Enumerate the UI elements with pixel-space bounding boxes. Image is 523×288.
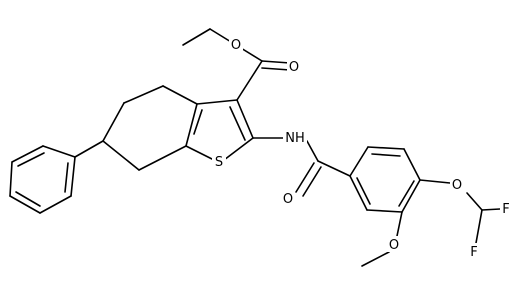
bond-ph-1-2: [42, 145, 76, 158]
ester-single-oxygen-atom: O: [229, 36, 243, 53]
bond-ar-methoxy-o: [396, 211, 403, 237]
bond-c7-c7a: [138, 145, 187, 171]
bond-chf2-f-top: [481, 208, 501, 211]
methoxy-oxygen-label: O: [389, 238, 399, 253]
bond-ph-inner-a: [17, 152, 45, 167]
bond-chf2-f-bottom: [475, 209, 483, 244]
bond-ethyl-ch3-ch2: [182, 28, 211, 46]
bond-ph-5-6: [39, 195, 72, 214]
bond-ph-2-3: [11, 145, 44, 163]
bond-ar-inner-b: [398, 180, 415, 207]
bond-ar-inner-c: [356, 177, 371, 205]
bond-ester-c-o-double-b: [261, 67, 291, 71]
bond-ester-c-ring: [236, 60, 263, 101]
bond-layer: [9, 28, 501, 267]
bond-ar-6-1: [349, 175, 368, 211]
bond-ar-1-2: [349, 146, 369, 177]
atom-label-layer: O O NH S O O O F: [212, 36, 513, 260]
amide-nh-label: NH: [285, 131, 305, 146]
bond-ar-ether-o: [419, 179, 451, 184]
bond-ph-inner-c: [64, 162, 69, 193]
fluorine-top-label: F: [502, 202, 509, 217]
thiophene-sulfur-label: S: [215, 155, 223, 170]
bond-ar-2-3: [367, 146, 405, 150]
ether-oxygen-label: O: [452, 178, 462, 193]
fluorine-bottom-label: F: [470, 245, 477, 260]
bond-ar-5-6: [366, 209, 403, 213]
bond-amide-c-o-a: [295, 162, 315, 193]
bond-nh-carbonyl: [306, 140, 319, 162]
bond-c4-c5: [123, 85, 164, 104]
ester-carbonyl-oxygen-label: O: [289, 60, 299, 75]
bond-c5-c6: [102, 102, 125, 142]
bond-s-c7a: [185, 145, 215, 161]
fluorine-bottom-atom: F: [468, 243, 481, 260]
bond-c2-s: [223, 137, 254, 161]
bond-c6-phenyl: [74, 140, 104, 158]
bond-ar-inner-a: [371, 153, 401, 157]
ether-oxygen-atom: O: [450, 176, 464, 193]
bond-ar-3-4: [403, 148, 421, 181]
bond-c3a-c7a-inner: [193, 109, 203, 135]
thiophene-sulfur-atom: S: [212, 153, 226, 170]
amide-carbonyl-oxygen-label: O: [283, 192, 293, 207]
bond-c7a-c3a: [185, 103, 198, 147]
bond-ether-o-chf2: [466, 192, 483, 211]
methoxy-oxygen-atom: O: [387, 236, 401, 253]
bond-methoxy-o-ch3: [361, 251, 390, 267]
bond-ph-6-1: [70, 156, 76, 197]
fluorine-top-atom: F: [500, 200, 513, 217]
amide-carbonyl-oxygen-atom: O: [281, 190, 295, 207]
bond-ph-3-4: [9, 161, 13, 197]
bond-c3-c2-inner: [229, 106, 246, 141]
ester-carbonyl-oxygen-atom: O: [287, 58, 301, 75]
bond-carbonyl-aryl: [317, 160, 351, 177]
bond-c3-c2: [236, 99, 254, 139]
bond-c3a-c4: [162, 85, 198, 105]
ester-single-oxygen-label: O: [231, 38, 241, 53]
bond-amide-c-o-b: [302, 166, 322, 197]
amide-nh-atom: NH: [283, 129, 307, 146]
bond-ester-c-o-double-a: [261, 60, 291, 64]
bond-c6-c7: [102, 140, 140, 171]
bond-ph-4-5: [9, 195, 41, 214]
bond-ph-inner-b: [15, 191, 41, 207]
bond-c3a-c3: [196, 99, 238, 105]
bond-ar-4-5: [401, 179, 421, 213]
